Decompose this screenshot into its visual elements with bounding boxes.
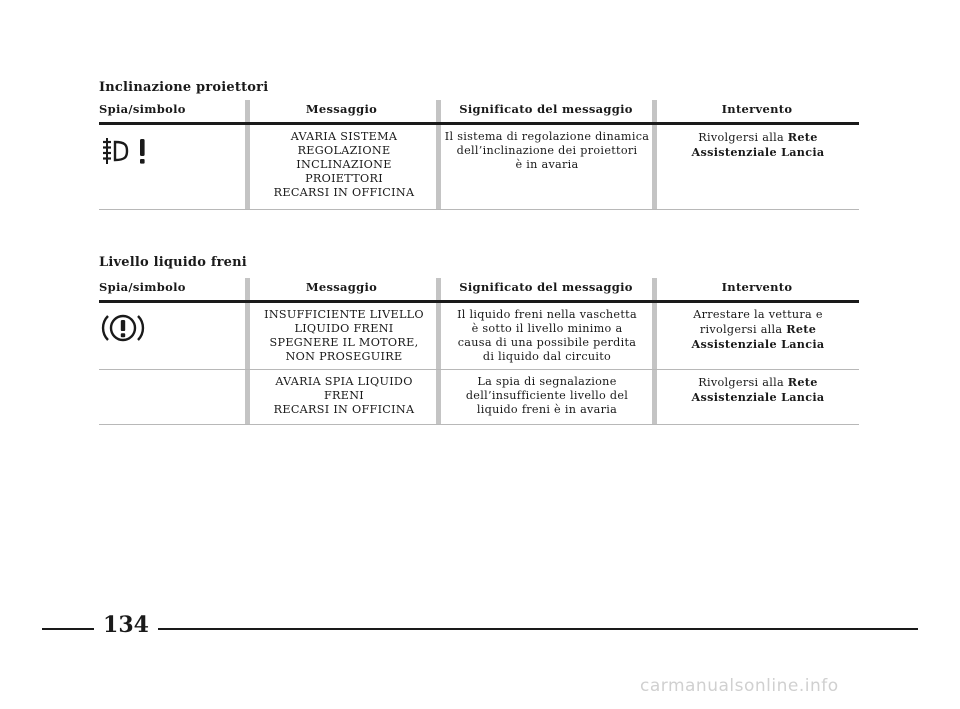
meaning-text: Il liquido freni nella vaschetta è sotto… xyxy=(457,308,637,363)
column-divider xyxy=(436,100,441,210)
column-divider xyxy=(652,100,657,210)
meaning-text: Il sistema di regolazione dinamica dell’… xyxy=(444,130,650,171)
header-significato: Significato del messaggio xyxy=(459,280,633,294)
brake-fluid-table: Spia/simbolo Messaggio Significato del m… xyxy=(99,278,859,425)
header-messaggio: Messaggio xyxy=(305,102,378,116)
header-spia: Spia/simbolo xyxy=(99,280,186,294)
table-row: AVARIA SISTEMA REGOLAZIONE INCLINAZIONE … xyxy=(99,125,859,210)
table-row: AVARIA SPIA LIQUIDO FRENI RECARSI IN OFF… xyxy=(99,370,859,425)
action-text: Rivolgersi alla Rete Assistenziale Lanci… xyxy=(691,375,825,404)
page-number: 134 xyxy=(103,612,149,638)
column-divider xyxy=(436,278,441,424)
footer-rule-left xyxy=(42,628,94,630)
section-title-brake-fluid: Livello liquido freni xyxy=(99,255,247,270)
footer-rule-right xyxy=(158,628,918,630)
header-significato: Significato del messaggio xyxy=(459,102,633,116)
column-divider xyxy=(245,278,250,424)
watermark: carmanualsonline.info xyxy=(640,676,839,696)
table-row: INSUFFICIENTE LIVELLO LIQUIDO FRENI SPEG… xyxy=(99,303,859,370)
header-spia: Spia/simbolo xyxy=(99,102,186,116)
action-text: Arrestare la vettura e rivolgersi alla R… xyxy=(691,308,825,351)
headlight-leveling-table: Spia/simbolo Messaggio Significato del m… xyxy=(99,100,859,210)
meaning-text: La spia di segnalazione dell’insufficien… xyxy=(465,375,629,416)
message-text: INSUFFICIENTE LIVELLO LIQUIDO FRENI SPEG… xyxy=(264,308,424,363)
table-header: Spia/simbolo Messaggio Significato del m… xyxy=(99,100,859,125)
header-messaggio: Messaggio xyxy=(305,280,378,294)
message-text: AVARIA SPIA LIQUIDO FRENI RECARSI IN OFF… xyxy=(273,375,415,416)
column-divider xyxy=(245,100,250,210)
header-intervento: Intervento xyxy=(721,102,793,116)
header-intervento: Intervento xyxy=(721,280,793,294)
headlight-leveling-warning-icon xyxy=(101,135,151,171)
action-text: Rivolgersi alla Rete Assistenziale Lanci… xyxy=(691,130,825,159)
column-divider xyxy=(652,278,657,424)
section-title-headlight-leveling: Inclinazione proiettori xyxy=(99,80,269,95)
message-text: AVARIA SISTEMA REGOLAZIONE INCLINAZIONE … xyxy=(273,130,415,199)
brake-fluid-warning-icon xyxy=(101,311,149,349)
table-header: Spia/simbolo Messaggio Significato del m… xyxy=(99,278,859,303)
